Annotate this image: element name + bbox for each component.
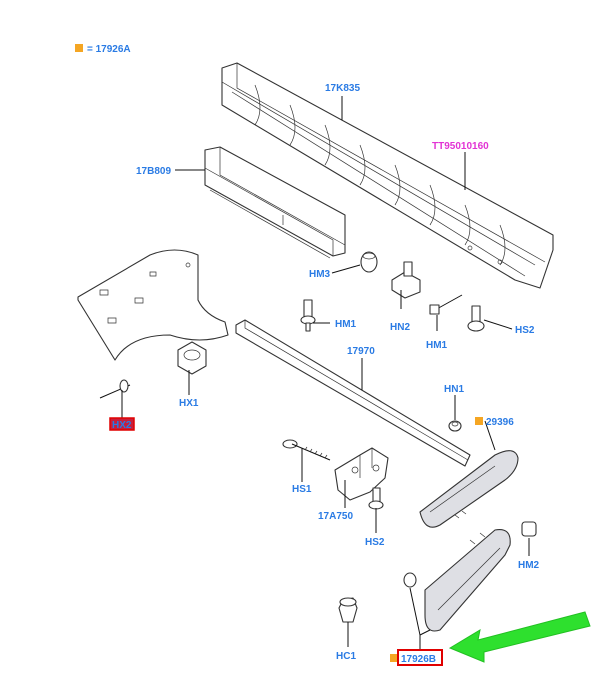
label-hm2[interactable]: HM2 [518,560,540,571]
label-hn2[interactable]: HN2 [390,322,410,333]
marker-29396 [475,417,483,425]
label-17970[interactable]: 17970 [347,346,375,357]
label-hn1[interactable]: HN1 [444,384,464,395]
fastener-17926b-clip[interactable] [403,572,417,588]
labels: 17K835 TT95010160 17B809 HM3 HN2 HM1 HM1… [109,83,540,666]
fastener-hx1[interactable] [177,341,207,375]
fastener-hc1[interactable] [338,597,358,623]
label-17b809[interactable]: 17B809 [136,166,171,177]
legend-text: = 17926A [87,44,131,55]
fastener-hs2-a[interactable] [467,305,485,332]
strip-17970[interactable] [235,319,471,467]
leader-lines [121,96,530,650]
highlight-box-17926b [397,649,443,666]
fastener-hn2[interactable] [391,261,421,299]
fastener-hm1-a[interactable] [300,299,316,332]
fastener-hm2[interactable] [521,521,537,537]
highlight-box-hx2 [109,417,135,431]
label-hm1-b[interactable]: HM1 [426,340,448,351]
label-29396[interactable]: 29396 [486,417,514,428]
bracket-17b809[interactable] [204,146,346,259]
fastener-hm3[interactable] [360,251,378,273]
fastener-hm1-b[interactable] [429,294,463,315]
marker-17926b [390,654,398,662]
label-hx2[interactable]: HX2 [112,420,132,431]
label-hs2-b[interactable]: HS2 [365,537,385,548]
label-tt95010160[interactable]: TT95010160 [432,141,489,152]
rail-17k835[interactable] [221,62,554,289]
legend-marker [75,44,83,52]
label-hm3[interactable]: HM3 [309,269,331,280]
trim-29396[interactable] [419,450,519,528]
fastener-hn1[interactable] [448,420,462,432]
label-hs1[interactable]: HS1 [292,484,312,495]
label-hc1[interactable]: HC1 [336,651,356,662]
legend: = 17926A [75,44,131,55]
label-hm1-a[interactable]: HM1 [335,319,357,330]
label-17926b[interactable]: 17926B [401,654,436,665]
label-hx1[interactable]: HX1 [179,398,199,409]
pointer-arrow [448,611,591,663]
fastener-hs1[interactable] [282,439,331,461]
trim-17926b[interactable] [424,529,511,632]
end-cap-left[interactable] [77,249,229,361]
label-17a750[interactable]: 17A750 [318,511,353,522]
bracket-17a750[interactable] [334,447,389,501]
label-17k835[interactable]: 17K835 [325,83,360,94]
fastener-hx2[interactable] [99,379,131,399]
label-hs2-a[interactable]: HS2 [515,325,535,336]
